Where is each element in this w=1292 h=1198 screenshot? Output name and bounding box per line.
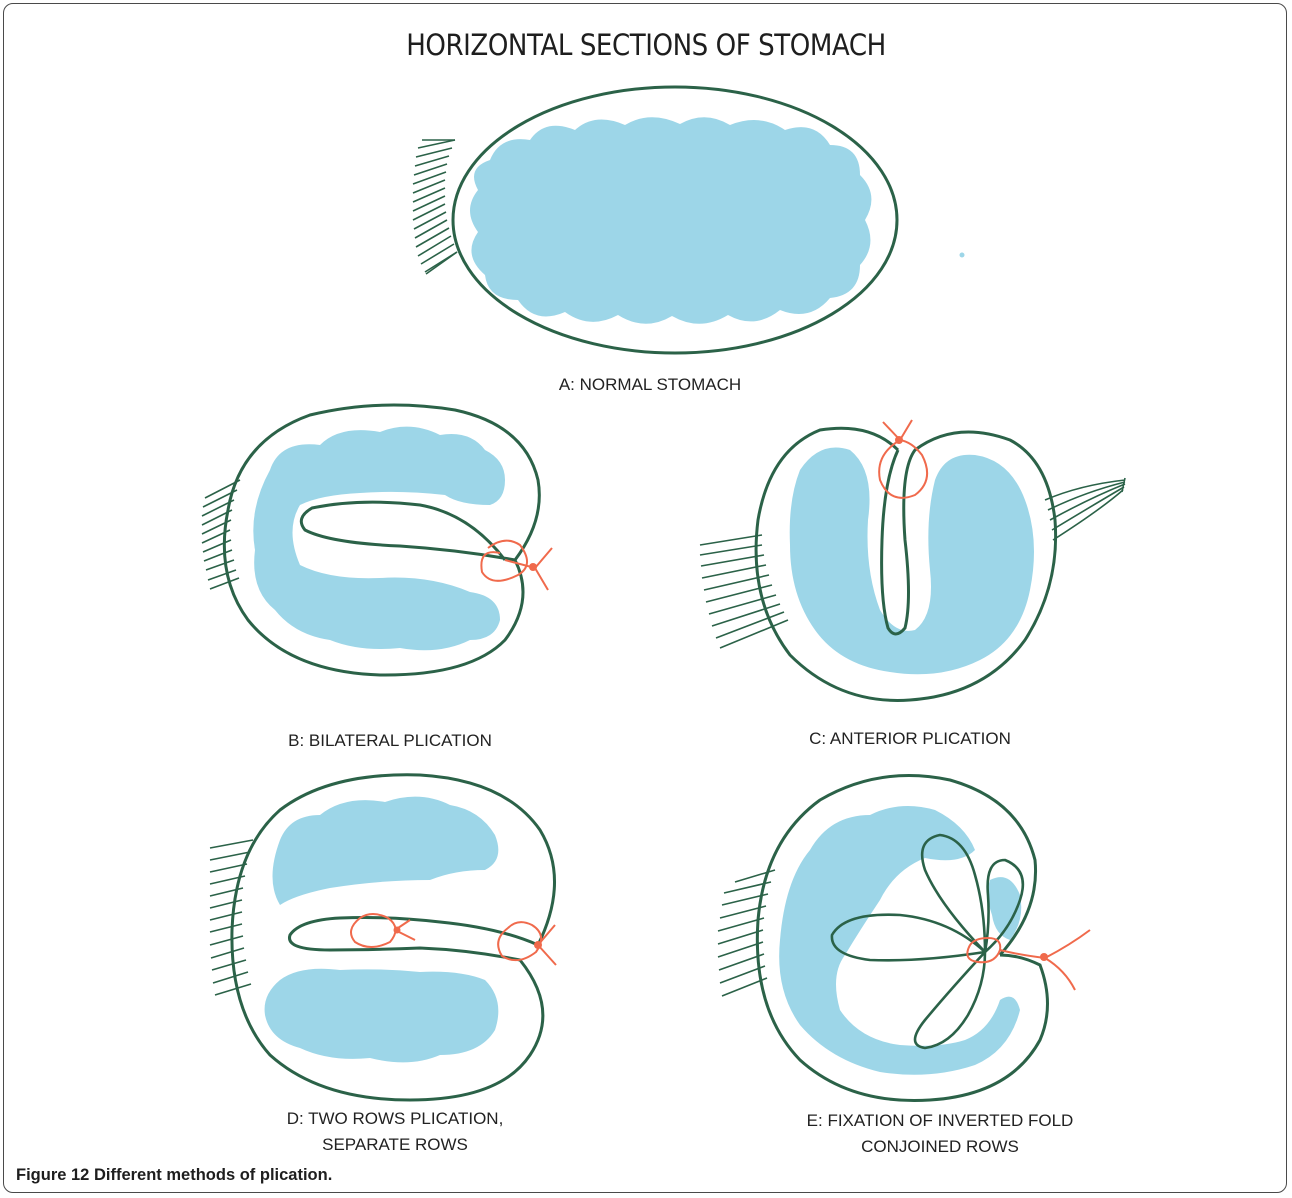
figure-number: Figure 12	[16, 1166, 89, 1184]
panel-e-omentum	[718, 870, 775, 996]
panel-d-two-rows-plication	[210, 775, 556, 1100]
panel-d-suture-right	[498, 922, 556, 965]
panel-c-label: C: ANTERIOR PLICATION	[760, 726, 1060, 752]
panel-b-bilateral-plication	[202, 405, 552, 675]
stray-dot	[960, 253, 965, 258]
panel-e-label-line2: CONJOINED ROWS	[760, 1134, 1120, 1160]
panel-b-omentum	[202, 480, 240, 589]
panel-e-label-line1: E: FIXATION OF INVERTED FOLD	[760, 1108, 1120, 1134]
panel-c-anterior-plication	[700, 420, 1125, 700]
panel-d-label-line2: SEPARATE ROWS	[240, 1132, 550, 1158]
panel-a-mucosa	[470, 117, 871, 324]
figure-caption-text: Different methods of plication.	[94, 1166, 332, 1184]
panel-a-normal-stomach	[413, 87, 897, 353]
panel-c-mucosa	[790, 448, 1034, 675]
panel-e-fixation-inverted-fold	[718, 776, 1090, 1101]
panel-a-label: A: NORMAL STOMACH	[500, 372, 800, 398]
panel-d-label: D: TWO ROWS PLICATION, SEPARATE ROWS	[240, 1106, 550, 1158]
panel-a-omentum	[413, 140, 457, 274]
panel-b-label: B: BILATERAL PLICATION	[240, 728, 540, 754]
panel-b-mucosa	[253, 427, 505, 651]
panel-d-label-line1: D: TWO ROWS PLICATION,	[240, 1106, 550, 1132]
figure-caption: Figure 12 Different methods of plication…	[16, 1166, 332, 1185]
panel-d-mucosa	[265, 797, 499, 1063]
panel-e-label: E: FIXATION OF INVERTED FOLD CONJOINED R…	[760, 1108, 1120, 1160]
